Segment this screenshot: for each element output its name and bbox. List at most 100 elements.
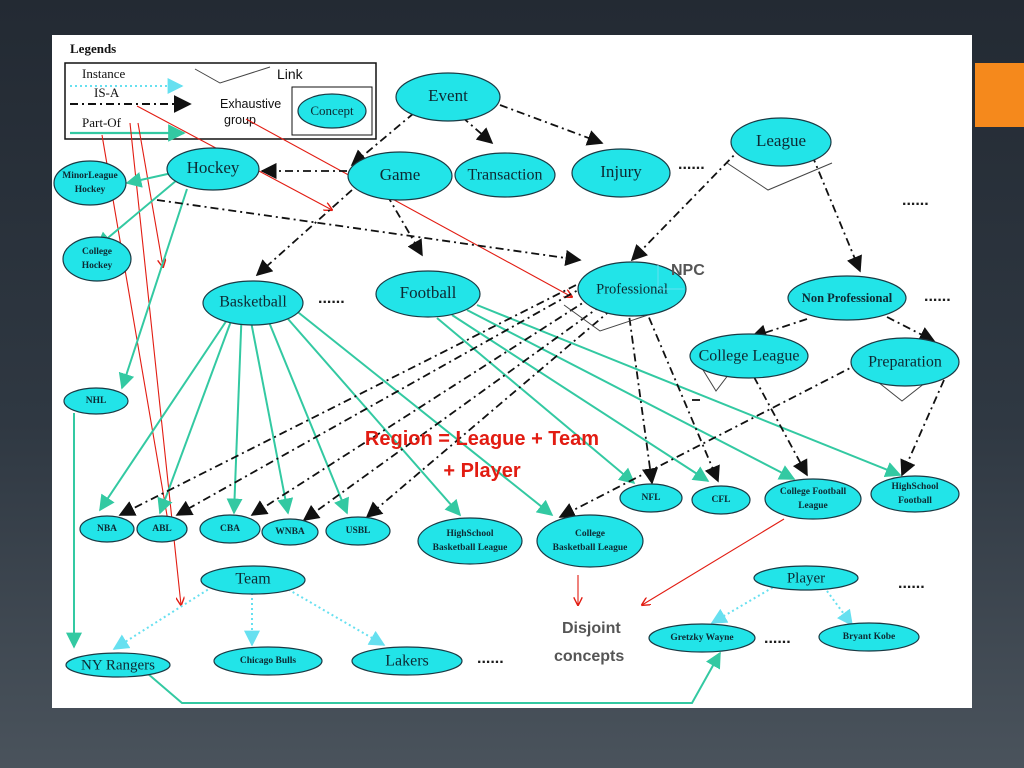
node-highschool-basketball-league[interactable]: HighSchool Basketball League (417, 517, 523, 565)
ellipsis-after-injury: ...... (678, 156, 705, 173)
svg-text:Bryant Kobe: Bryant Kobe (843, 632, 896, 642)
node-college-basketball-league[interactable]: College Basketball League (536, 514, 644, 568)
legend-group-label: group (224, 113, 256, 127)
svg-text:USBL: USBL (346, 526, 371, 536)
ellipsis-after-player: ...... (898, 575, 925, 592)
svg-text:Team: Team (235, 571, 271, 588)
node-game[interactable]: Game (347, 151, 453, 201)
red-annotation-arrows (101, 105, 785, 605)
svg-text:Hockey: Hockey (82, 261, 113, 271)
svg-text:Preparation: Preparation (868, 354, 942, 371)
legend: Legends Instance Link IS-A Exhaustive gr… (64, 41, 377, 142)
node-cba[interactable]: CBA (199, 514, 261, 544)
ellipsis-after-league: ...... (902, 192, 929, 209)
svg-text:WNBA: WNBA (275, 527, 305, 537)
nodes: Event Game Transaction Injury ...... Lea… (53, 72, 960, 678)
node-nba[interactable]: NBA (79, 515, 135, 543)
svg-text:NFL: NFL (642, 493, 661, 503)
legend-concept-box (291, 86, 373, 136)
instance-edges (112, 584, 853, 650)
red-arrow-college-football-disjoint (642, 518, 785, 605)
node-hockey[interactable]: Hockey (166, 147, 260, 191)
orange-accent-bar (975, 63, 1024, 127)
svg-text:League: League (798, 501, 828, 511)
annotations: NPC Region = League + Team + Player Disj… (365, 262, 705, 665)
node-college-league[interactable]: College League (689, 333, 809, 379)
svg-text:Chicago Bulls: Chicago Bulls (240, 656, 297, 666)
legend-box (64, 62, 377, 140)
node-team[interactable]: Team (200, 565, 306, 595)
svg-text:MinorLeague: MinorLeague (62, 171, 117, 181)
svg-text:Basketball League: Basketball League (553, 543, 628, 553)
node-basketball[interactable]: Basketball (202, 280, 304, 326)
svg-text:Lakers: Lakers (385, 653, 429, 670)
svg-text:NBA: NBA (97, 524, 117, 534)
npc-bracket (657, 265, 684, 290)
svg-text:Non Professional: Non Professional (802, 291, 893, 305)
node-transaction[interactable]: Transaction (454, 152, 556, 198)
npc-label: NPC (671, 262, 705, 279)
legend-link-shape (194, 66, 271, 84)
node-college-hockey[interactable]: College Hockey (62, 236, 132, 282)
node-professional[interactable]: Professional (577, 261, 687, 317)
legend-partof-label: Part-Of (82, 115, 122, 130)
svg-text:CFL: CFL (712, 495, 731, 505)
svg-text:League: League (756, 131, 806, 150)
legend-concept-ellipse (297, 93, 367, 129)
svg-text:Professional: Professional (596, 281, 668, 297)
svg-text:Event: Event (428, 86, 468, 105)
disjoint-label-line2: concepts (554, 648, 624, 665)
region-label-line1: Region = League + Team (365, 428, 599, 450)
ellipsis-after-gretzky: ...... (764, 630, 791, 647)
node-football[interactable]: Football (375, 270, 481, 318)
node-abl[interactable]: ABL (136, 515, 188, 543)
is-a-edges (118, 104, 945, 521)
node-event[interactable]: Event (395, 72, 501, 122)
node-preparation[interactable]: Preparation (850, 337, 960, 387)
ontology-diagram: Legends Instance Link IS-A Exhaustive gr… (53, 41, 960, 704)
node-cfl[interactable]: CFL (691, 485, 751, 515)
legend-isa-label: IS-A (94, 85, 120, 100)
node-chicago-bulls[interactable]: Chicago Bulls (213, 646, 323, 676)
svg-text:NY Rangers: NY Rangers (81, 657, 155, 673)
part-of-edges (66, 172, 902, 704)
svg-text:Football: Football (400, 283, 457, 302)
node-injury[interactable]: Injury (571, 148, 671, 198)
red-arrow-to-abl (101, 134, 170, 533)
region-label-line2: + Player (443, 460, 521, 482)
svg-text:Transaction: Transaction (468, 167, 543, 184)
svg-text:Player: Player (787, 570, 825, 586)
svg-text:CBA: CBA (220, 524, 240, 534)
svg-text:HighSchool: HighSchool (447, 529, 494, 539)
svg-text:Basketball League: Basketball League (433, 543, 508, 553)
svg-text:Basketball: Basketball (219, 294, 287, 311)
node-gretzky-wayne[interactable]: Gretzky Wayne (648, 623, 756, 653)
node-nfl[interactable]: NFL (619, 483, 683, 513)
svg-text:College League: College League (699, 348, 800, 365)
disjoint-label-line1: Disjoint (562, 620, 621, 637)
node-minor-league-hockey[interactable]: MinorLeague Hockey (53, 160, 127, 206)
node-highschool-football[interactable]: HighSchool Football (870, 475, 960, 513)
node-bryant-kobe[interactable]: Bryant Kobe (818, 622, 920, 652)
ellipsis-after-lakers: ...... (477, 650, 504, 667)
slide: Legends Instance Link IS-A Exhaustive gr… (52, 35, 972, 708)
svg-text:Gretzky Wayne: Gretzky Wayne (670, 633, 733, 643)
node-nhl[interactable]: NHL (63, 387, 129, 415)
legend-title: Legends (70, 41, 116, 56)
node-college-football-league[interactable]: College Football League (764, 478, 862, 520)
svg-text:Hockey: Hockey (187, 158, 240, 177)
node-non-professional[interactable]: Non Professional (787, 275, 907, 321)
legend-instance-label: Instance (82, 66, 126, 81)
node-usbl[interactable]: USBL (325, 516, 391, 546)
red-arrow-to-professional (245, 118, 572, 297)
node-player[interactable]: Player (753, 565, 859, 591)
node-lakers[interactable]: Lakers (351, 646, 463, 676)
svg-text:Hockey: Hockey (75, 185, 106, 195)
node-league[interactable]: League (730, 117, 832, 167)
svg-text:College: College (575, 529, 605, 539)
svg-text:Injury: Injury (600, 162, 642, 181)
red-arrow-to-college-hockey (137, 122, 163, 267)
node-ny-rangers[interactable]: NY Rangers (65, 652, 171, 678)
node-wnba[interactable]: WNBA (261, 518, 319, 546)
svg-text:College Football: College Football (780, 487, 847, 497)
